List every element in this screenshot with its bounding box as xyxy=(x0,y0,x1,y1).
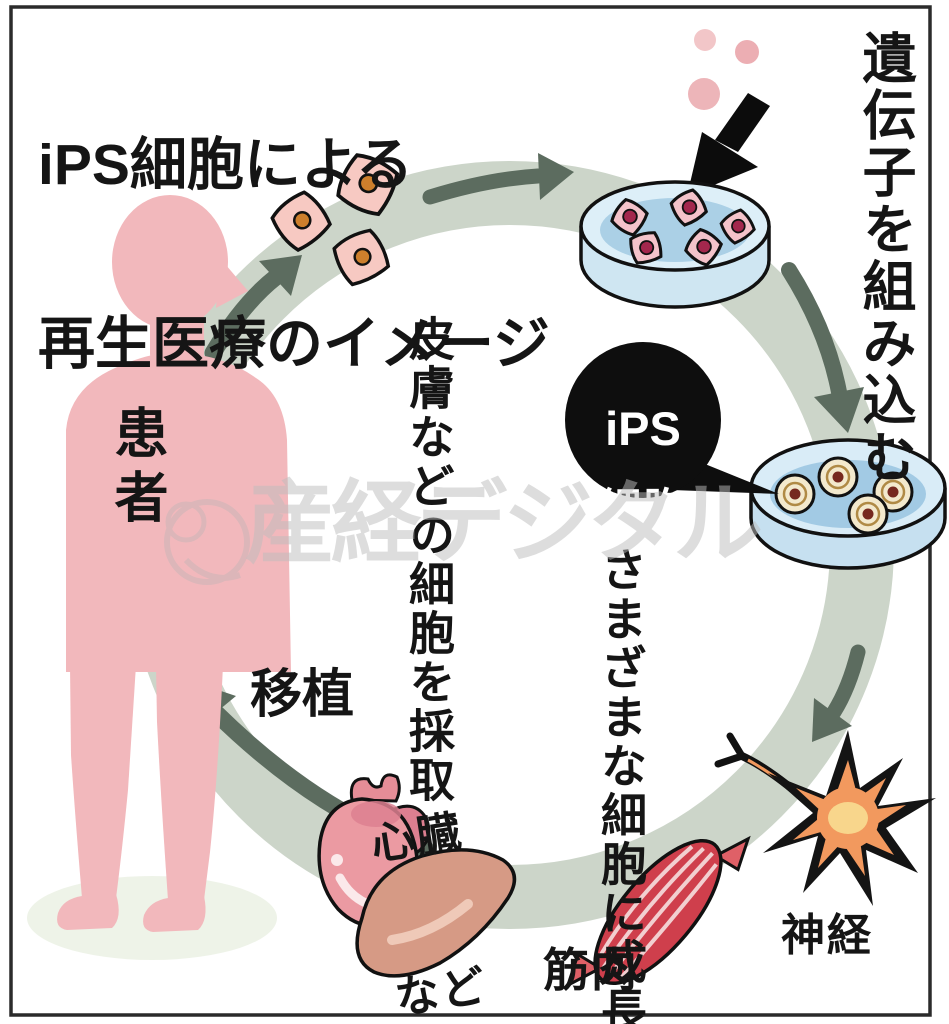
step-label-gene-insertion: 遺伝子を組み込む xyxy=(854,30,914,486)
patient-label: 患者 xyxy=(106,405,166,533)
watermark-logo-icon xyxy=(164,499,250,585)
ips-bubble-line-1: iPS xyxy=(605,402,681,456)
nerve-label: 神経 xyxy=(781,911,873,960)
petri-dish-skin-cells xyxy=(579,180,771,309)
cycle-arrow-top-right-icon xyxy=(422,153,574,205)
watermark-text: 産経デジタル xyxy=(245,474,763,574)
gene-dots-icon xyxy=(688,29,759,110)
heart-label-line-2: など xyxy=(391,960,491,1024)
heart-label-line-1: 心臓 xyxy=(367,806,467,870)
ips-bubble-label: iPS 細胞 xyxy=(566,372,720,564)
neuron-icon xyxy=(714,730,936,906)
skin-cells-icon xyxy=(270,153,400,287)
gene-insert-arrow-icon xyxy=(687,93,770,196)
petri-dish-ips-cells xyxy=(749,438,947,570)
cycle-arrow-bottom-right-icon xyxy=(812,644,866,742)
ips-speech-bubble xyxy=(565,342,779,498)
ips-bubble-line-2: 細胞 xyxy=(598,485,687,533)
patient-silhouette xyxy=(57,195,291,932)
title-line-2: 再生医療のイメージ xyxy=(38,312,550,377)
step-label-transplant: 移植 xyxy=(250,666,355,724)
title-line-1: iPS細胞による xyxy=(38,132,414,197)
liver-icon xyxy=(355,848,517,978)
cycle-arrow-right-down-icon xyxy=(781,262,864,433)
step-label-grow-cells: さまざまな細胞に成長 xyxy=(595,546,647,1024)
page-title: iPS細胞による 再生医療のイメージ xyxy=(38,16,550,495)
ips-colonies xyxy=(774,456,914,535)
cycle-arrow-up-right-icon xyxy=(204,255,302,362)
muscle-label: 筋肉 xyxy=(543,944,639,996)
muscle-icon xyxy=(565,835,751,989)
